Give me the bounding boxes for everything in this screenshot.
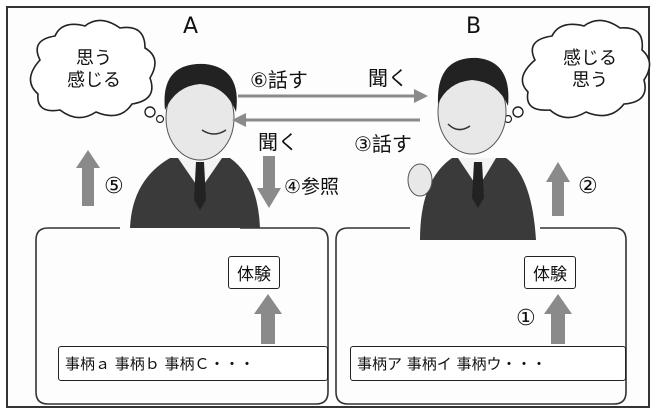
label-speak-6: ⑥話す: [250, 68, 308, 92]
right-items-box: 事柄ア 事柄イ 事柄ウ・・・: [350, 346, 626, 381]
arrow-b-to-a: [232, 113, 420, 127]
right-thought-line-1: 感じる: [563, 48, 617, 69]
label-listen-bottom: 聞く: [258, 130, 298, 154]
right-experience-box: 体験: [524, 256, 576, 289]
right-thought-text: 感じる 思う: [550, 48, 630, 92]
label-speak-3: ③話す: [354, 132, 412, 156]
label-step-2: ②: [578, 174, 598, 199]
arrow-left-box-up: [254, 294, 282, 344]
arrow-two-up: [546, 162, 570, 216]
left-panel: [35, 227, 329, 405]
label-listen-top: 聞く: [368, 66, 408, 90]
left-thought-cloud: [29, 19, 165, 124]
arrow-five-up: [76, 150, 100, 206]
right-thought-line-2: 思う: [572, 70, 608, 91]
label-step-1: ①: [516, 306, 536, 331]
person-a-label: A: [183, 14, 199, 39]
person-a-illustration: [130, 63, 260, 228]
arrow-refer-down: [257, 156, 281, 208]
right-panel: [335, 227, 627, 405]
right-thought-cloud: [503, 19, 651, 124]
arrow-a-to-b: [238, 89, 428, 103]
label-step-5: ⑤: [104, 174, 124, 199]
person-b-label: B: [466, 14, 482, 39]
left-experience-box: 体験: [228, 256, 280, 289]
left-thought-text: 思う 感じる: [58, 48, 130, 92]
label-refer-4: ④参照: [284, 176, 340, 198]
person-b-illustration: [407, 57, 536, 240]
arrow-one-up: [544, 294, 572, 344]
left-thought-line-2: 感じる: [67, 70, 121, 91]
left-items-box: 事柄ａ 事柄ｂ 事柄Ｃ・・・: [58, 346, 328, 381]
left-thought-line-1: 思う: [76, 48, 112, 69]
